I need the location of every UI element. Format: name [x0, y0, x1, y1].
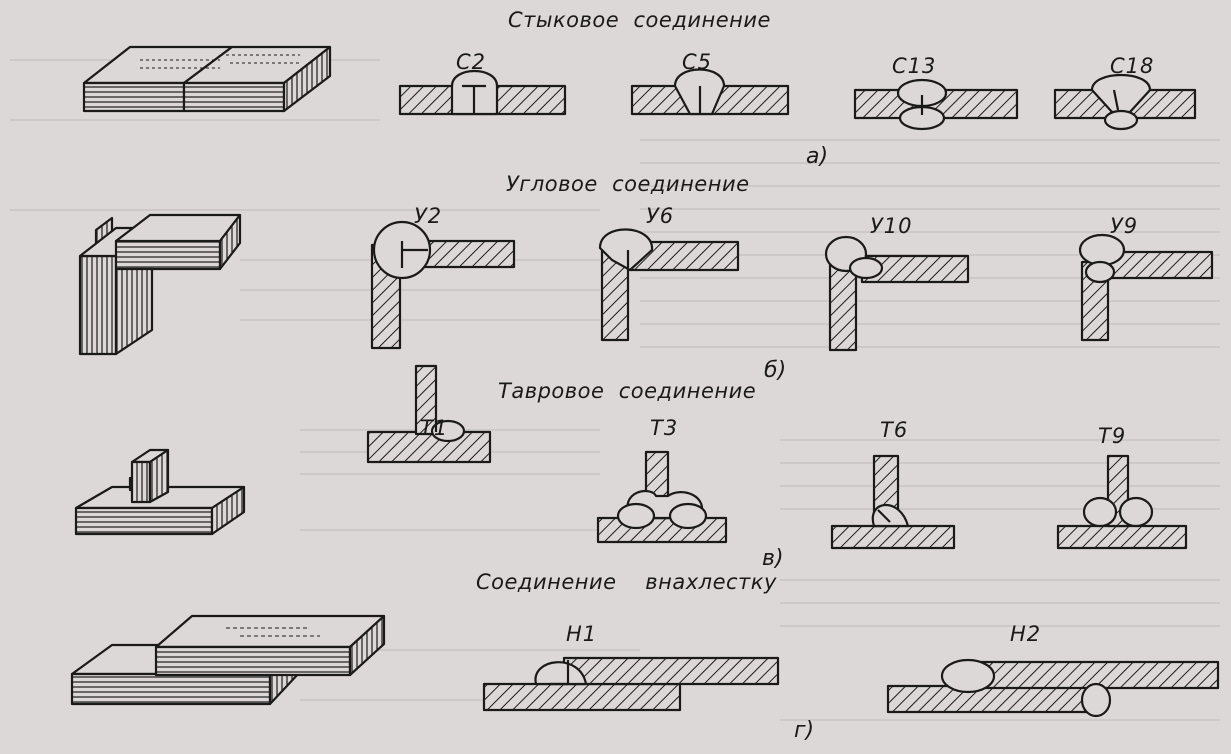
- code-c13: С13: [892, 54, 937, 78]
- joint-t1: [366, 364, 492, 464]
- code-u10: У10: [870, 214, 913, 238]
- code-c2: С2: [456, 50, 487, 74]
- code-u6: У6: [646, 204, 675, 228]
- lap-joint-title: Соединение внахлестку: [476, 570, 777, 594]
- butt-joint-title: Стыковое соединение: [508, 8, 771, 32]
- butt-joint-isometric: [82, 45, 332, 113]
- joint-n2: [886, 658, 1220, 718]
- code-n1: Н1: [566, 622, 598, 646]
- code-n2: Н2: [1010, 622, 1042, 646]
- joint-t9: [1056, 454, 1188, 550]
- joint-n1: [482, 656, 780, 712]
- joint-u10: [824, 235, 970, 352]
- code-t1: Т1: [420, 416, 449, 440]
- joint-c5: [630, 68, 790, 116]
- butt-tag: а): [806, 144, 829, 169]
- code-t9: Т9: [1098, 424, 1127, 448]
- joint-c13: [853, 78, 1019, 131]
- joint-u2: [370, 220, 516, 350]
- corner-joint-isometric: [78, 213, 242, 356]
- tee-joint-isometric: [74, 448, 246, 536]
- tee-tag: в): [762, 546, 784, 571]
- joint-t6: [830, 454, 956, 550]
- joint-t3: [596, 450, 728, 544]
- code-t3: Т3: [650, 416, 679, 440]
- corner-tag: б): [764, 358, 787, 383]
- code-u9: У9: [1110, 214, 1139, 238]
- code-u2: У2: [414, 204, 443, 228]
- tee-joint-title: Тавровое соединение: [498, 379, 757, 403]
- code-c18: С18: [1110, 54, 1155, 78]
- joint-u6: [598, 228, 740, 342]
- corner-joint-title: Угловое соединение: [506, 172, 750, 196]
- joint-c2: [398, 69, 567, 116]
- lap-joint-isometric: [70, 614, 386, 706]
- joint-c18: [1053, 73, 1197, 131]
- code-t6: Т6: [880, 418, 909, 442]
- lap-tag: г): [794, 718, 815, 743]
- code-c5: С5: [682, 50, 713, 74]
- joint-u9: [1078, 233, 1214, 342]
